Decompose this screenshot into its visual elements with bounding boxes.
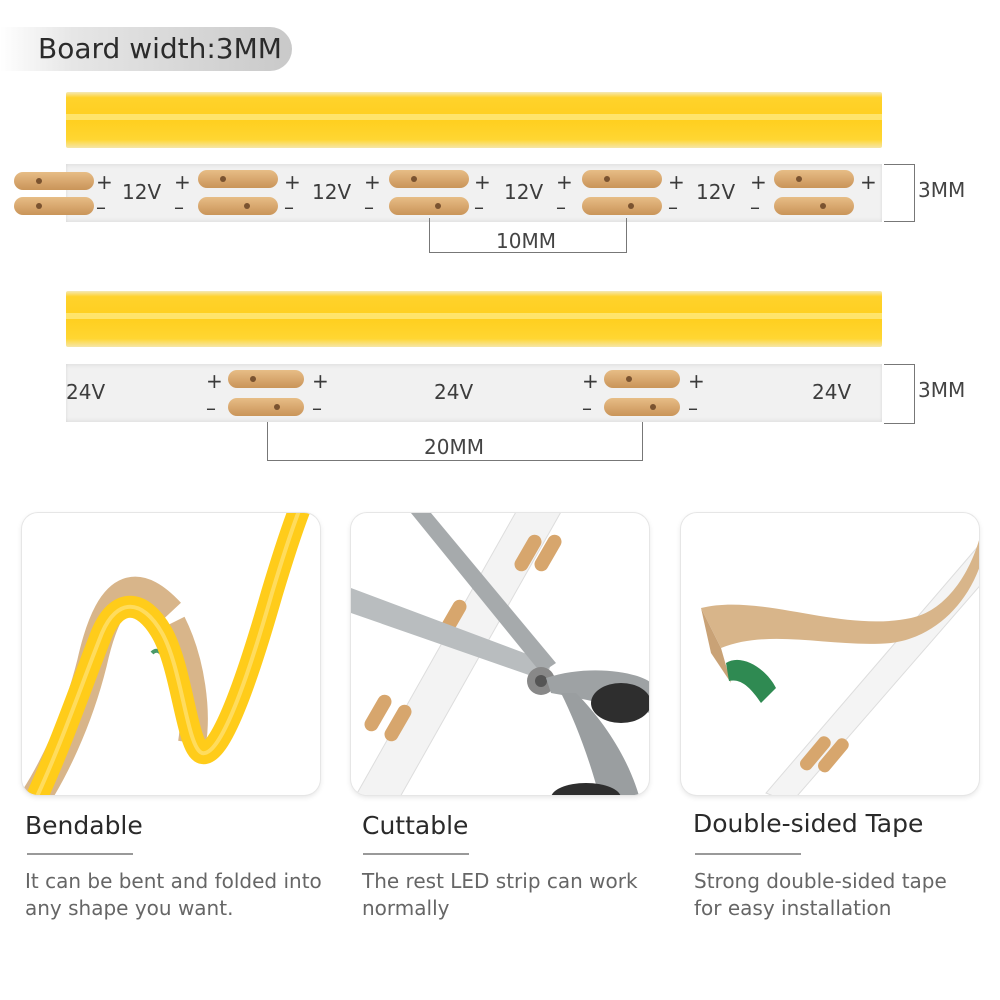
plus-sign: + [96, 170, 113, 194]
feature-title-bendable: Bendable [25, 811, 143, 840]
feature-desc-tape: Strong double-sided tape for easy instal… [694, 868, 994, 922]
solder-pad [774, 197, 854, 215]
feature-desc-line: The rest LED strip can work [362, 869, 638, 893]
bendable-card [22, 513, 320, 795]
feature-desc-line: It can be bent and folded into [25, 869, 322, 893]
plus-sign: + [556, 170, 573, 194]
solder-pad [604, 370, 680, 388]
plus-sign: + [750, 170, 767, 194]
width-bracket [884, 164, 915, 222]
cuttable-card [351, 513, 649, 795]
minus-sign: – [206, 396, 216, 420]
voltage-label: 24V [66, 380, 106, 404]
solder-pad [582, 197, 662, 215]
voltage-label: 24V [434, 380, 474, 404]
plus-sign: + [174, 170, 191, 194]
minus-sign: – [582, 396, 592, 420]
solder-pad [198, 170, 278, 188]
feature-desc-line: normally [362, 896, 450, 920]
feature-title-tape: Double-sided Tape [693, 809, 924, 838]
solder-pad [228, 398, 304, 416]
pcb-back-24v: 24V + – + – 24V + – + – 24V [66, 364, 882, 422]
minus-sign: – [474, 195, 484, 219]
feature-desc-line: for easy installation [694, 896, 892, 920]
plus-sign: + [474, 170, 491, 194]
solder-pad [389, 170, 469, 188]
feature-desc-cuttable: The rest LED strip can work normally [362, 868, 662, 922]
double-sided-tape-card [681, 513, 979, 795]
voltage-label: 12V [504, 180, 544, 204]
solder-pad [389, 197, 469, 215]
minus-sign: – [688, 396, 698, 420]
voltage-label: 12V [696, 180, 736, 204]
board-width-title: Board width:3MM [38, 32, 282, 65]
tape-illustration [701, 540, 979, 795]
minus-sign: – [364, 195, 374, 219]
voltage-label: 24V [812, 380, 852, 404]
plus-sign: + [688, 369, 705, 393]
feature-divider [363, 853, 469, 855]
solder-pad [228, 370, 304, 388]
minus-sign: – [556, 195, 566, 219]
solder-pad [14, 197, 94, 215]
width-bracket [884, 364, 915, 424]
minus-sign: – [174, 195, 184, 219]
pitch-dimension-line [429, 218, 627, 253]
scissors-illustration [351, 513, 649, 795]
feature-title-cuttable: Cuttable [362, 811, 469, 840]
pitch-label-24v: 20MM [424, 435, 484, 459]
solder-pad [604, 398, 680, 416]
plus-sign: + [860, 170, 877, 194]
plus-sign: + [668, 170, 685, 194]
cob-strip-24v [66, 291, 882, 347]
feature-divider [27, 853, 133, 855]
feature-divider [695, 853, 801, 855]
minus-sign: – [312, 396, 322, 420]
voltage-label: 12V [122, 180, 162, 204]
minus-sign: – [750, 195, 760, 219]
plus-sign: + [364, 170, 381, 194]
feature-desc-line: any shape you want. [25, 896, 234, 920]
plus-sign: + [582, 369, 599, 393]
solder-pad [774, 170, 854, 188]
cob-strip-12v [66, 92, 882, 148]
feature-desc-line: Strong double-sided tape [694, 869, 947, 893]
minus-sign: – [668, 195, 678, 219]
pitch-dimension-line [267, 422, 643, 461]
solder-pad [582, 170, 662, 188]
minus-sign: – [284, 195, 294, 219]
pitch-label-12v: 10MM [496, 229, 556, 253]
minus-sign: – [96, 195, 106, 219]
pcb-back-12v: + – 12V + – + – 12V + – + – 12V + – + – … [14, 164, 882, 222]
header-badge [0, 27, 292, 71]
plus-sign: + [206, 369, 223, 393]
plus-sign: + [312, 369, 329, 393]
solder-pad [198, 197, 278, 215]
plus-sign: + [284, 170, 301, 194]
width-label-24v: 3MM [918, 378, 966, 402]
voltage-label: 12V [312, 180, 352, 204]
solder-pad [14, 172, 94, 190]
width-label-12v: 3MM [918, 178, 966, 202]
bent-strip-illustration [22, 513, 310, 795]
feature-desc-bendable: It can be bent and folded into any shape… [25, 868, 325, 922]
